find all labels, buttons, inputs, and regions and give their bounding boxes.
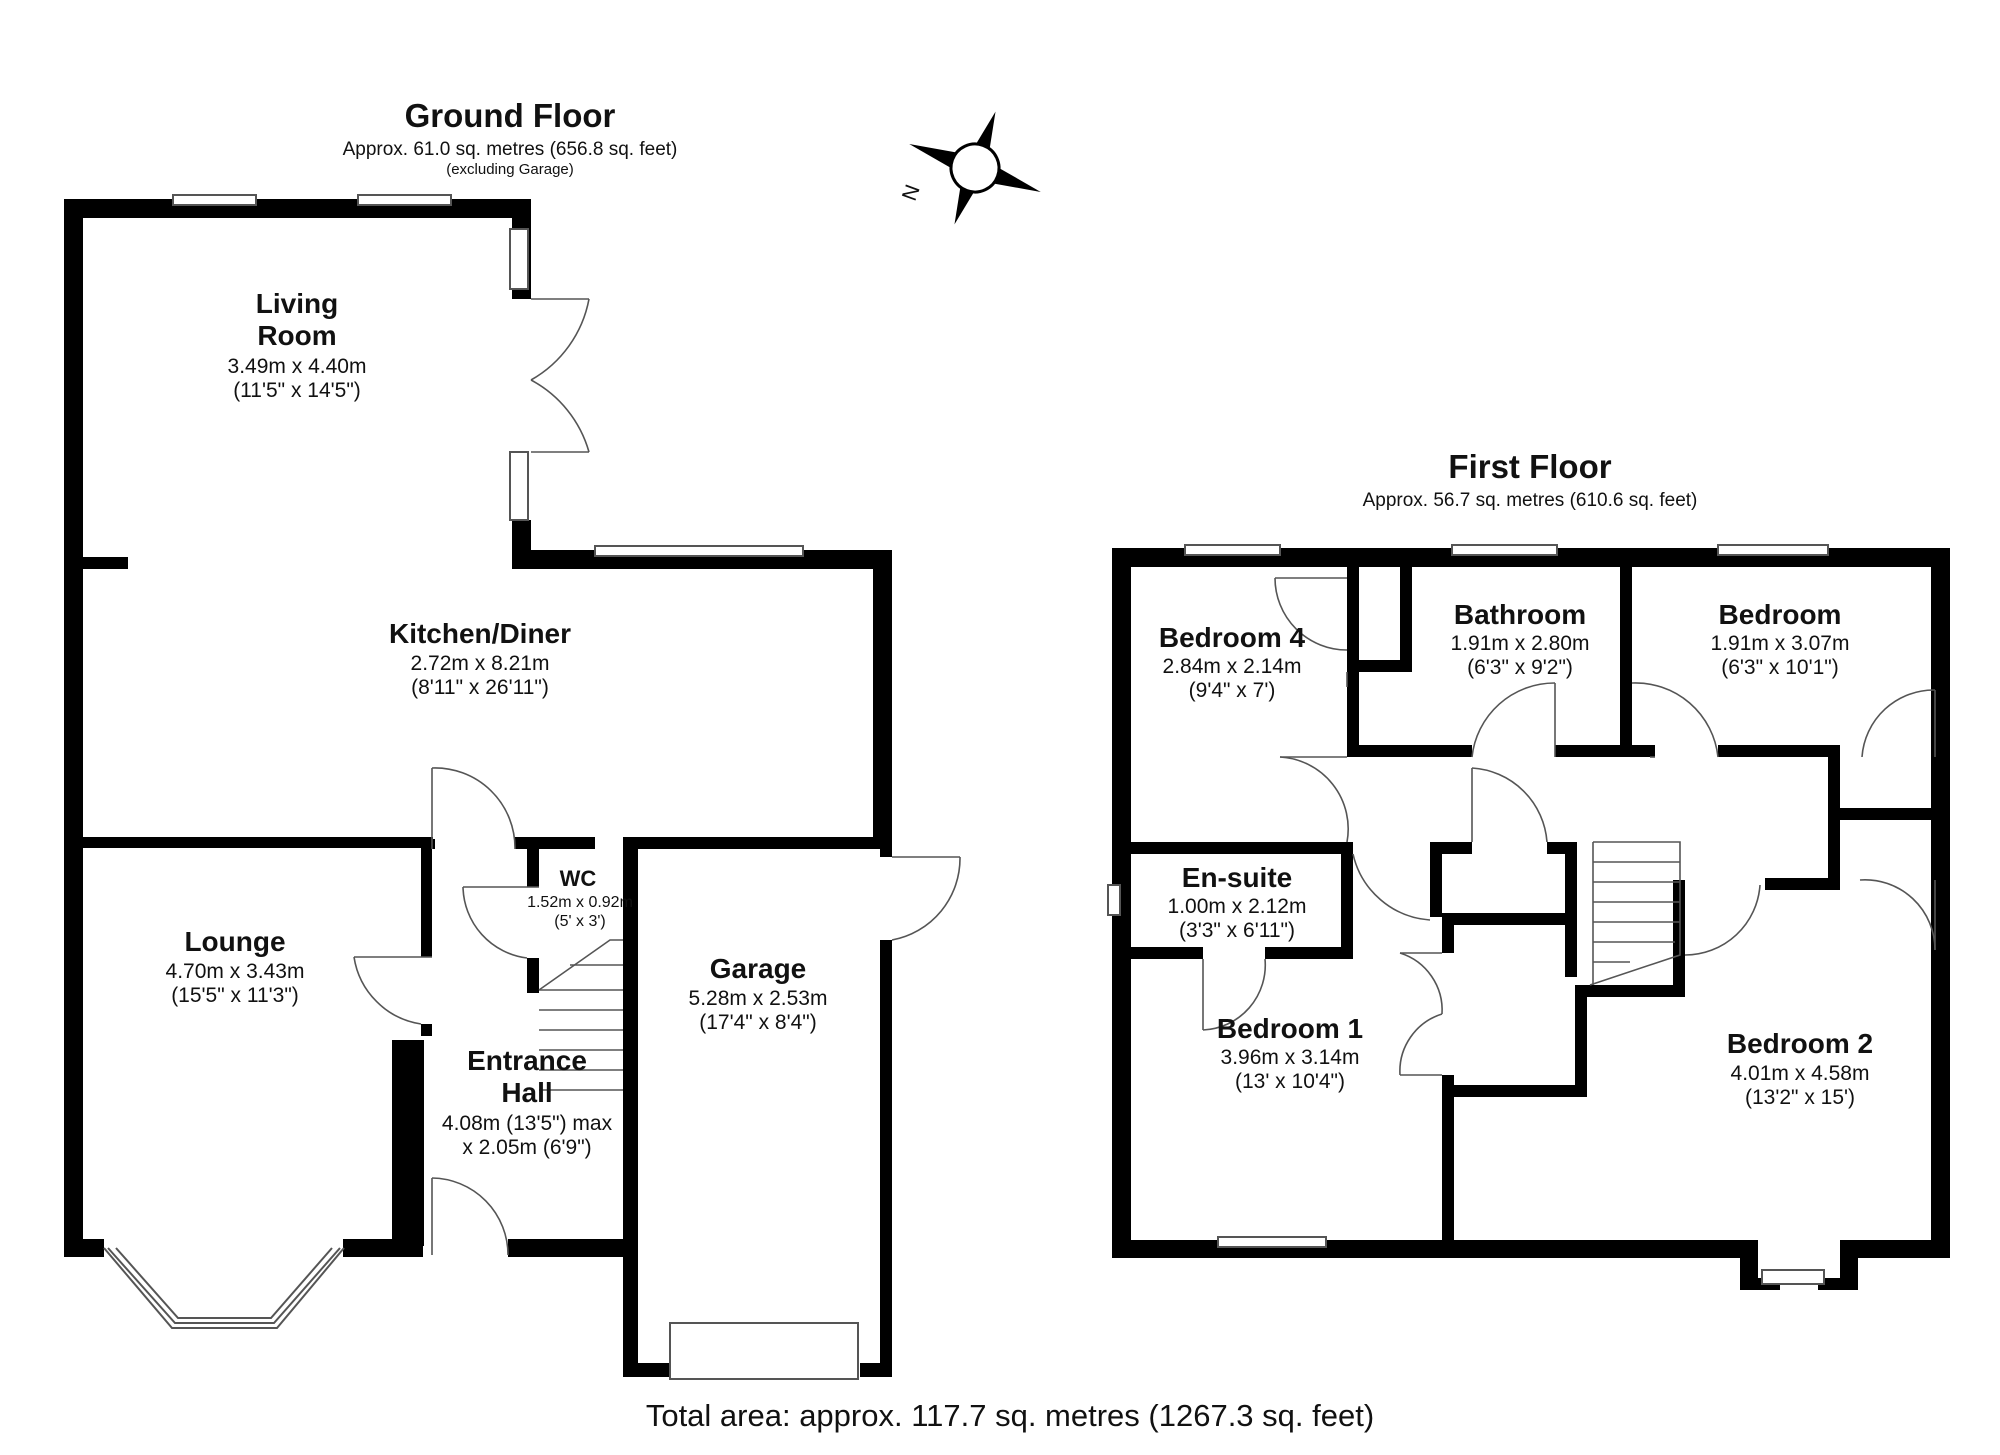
room-name: Entrance [467, 1045, 587, 1076]
room-living-room: Living Room 3.49m x 4.40m (11'5" x 14'5"… [228, 288, 367, 402]
ground-floor-area: Approx. 61.0 sq. metres (656.8 sq. feet) [343, 139, 678, 160]
room-bathroom: Bathroom 1.91m x 2.80m (6'3" x 9'2") [1451, 599, 1590, 679]
room-dim-metric: 1.52m x 0.92m [527, 894, 633, 911]
room-dim-imperial: (5' x 3') [554, 913, 605, 930]
room-dim-metric: 1.91m x 3.07m [1711, 632, 1850, 655]
room-name: Garage [710, 953, 807, 984]
room-entrance-hall: Entrance Hall 4.08m (13'5") max x 2.05m … [442, 1045, 613, 1159]
room-bedroom: Bedroom 1.91m x 3.07m (6'3" x 10'1") [1711, 599, 1850, 679]
room-dim-imperial: (8'11" x 26'11") [411, 676, 549, 699]
room-en-suite: En-suite 1.00m x 2.12m (3'3" x 6'11") [1168, 862, 1307, 942]
room-dim-imperial: (3'3" x 6'11") [1179, 919, 1295, 942]
stairs [538, 841, 1681, 1091]
room-dim-imperial: (15'5" x 11'3") [171, 984, 299, 1007]
room-name-line2: Hall [501, 1077, 552, 1108]
room-name: WC [560, 866, 597, 891]
room-lounge: Lounge 4.70m x 3.43m (15'5" x 11'3") [166, 926, 305, 1007]
room-kitchen-diner: Kitchen/Diner 2.72m x 8.21m (8'11" x 26'… [389, 618, 571, 699]
room-dim-imperial: (9'4" x 7') [1189, 679, 1276, 702]
room-name-line2: Room [257, 320, 336, 351]
room-bedroom-1: Bedroom 1 3.96m x 3.14m (13' x 10'4") [1217, 1013, 1363, 1093]
room-name: Bedroom [1719, 599, 1842, 630]
bay-window [103, 1247, 345, 1329]
room-dim-imperial: (17'4" x 8'4") [699, 1011, 816, 1034]
compass-rose-icon [909, 111, 1041, 225]
room-name: Kitchen/Diner [389, 618, 571, 649]
room-bedroom-2: Bedroom 2 4.01m x 4.58m (13'2" x 15') [1727, 1028, 1873, 1109]
first-floor-title: First Floor [1448, 448, 1611, 485]
door-swings [353, 298, 1936, 1256]
room-name: Bathroom [1454, 599, 1586, 630]
room-dim-metric: 1.91m x 2.80m [1451, 632, 1590, 655]
room-dim-metric: 2.72m x 8.21m [411, 652, 550, 675]
room-dim-metric: 2.84m x 2.14m [1163, 655, 1302, 678]
total-area: Total area: approx. 117.7 sq. metres (12… [646, 1398, 1374, 1433]
room-name: Bedroom 1 [1217, 1013, 1363, 1044]
room-dim-metric: 3.49m x 4.40m [228, 355, 367, 378]
room-dim-imperial: (11'5" x 14'5") [233, 379, 361, 402]
room-wc: WC 1.52m x 0.92m (5' x 3') [527, 866, 633, 930]
walls [64, 199, 1950, 1377]
room-name: Bedroom 4 [1159, 622, 1306, 653]
room-name: En-suite [1182, 862, 1292, 893]
first-floor-area: Approx. 56.7 sq. metres (610.6 sq. feet) [1363, 490, 1698, 511]
room-dim-metric: 4.01m x 4.58m [1731, 1062, 1870, 1085]
room-name: Bedroom 2 [1727, 1028, 1873, 1059]
ground-floor-title: Ground Floor [405, 97, 616, 134]
room-dim-metric: 5.28m x 2.53m [689, 987, 828, 1010]
windows [172, 194, 1829, 1380]
room-dim-metric: 4.70m x 3.43m [166, 960, 305, 983]
room-dim-imperial: (6'3" x 10'1") [1721, 656, 1838, 679]
ground-floor-note: (excluding Garage) [446, 161, 574, 178]
room-dim-metric: 1.00m x 2.12m [1168, 895, 1307, 918]
room-dim-imperial: (6'3" x 9'2") [1467, 656, 1573, 679]
room-name: Living [256, 288, 338, 319]
room-dim-metric: 3.96m x 3.14m [1221, 1046, 1360, 1069]
room-dim-metric: 4.08m (13'5") max [442, 1112, 613, 1135]
room-bedroom-4: Bedroom 4 2.84m x 2.14m (9'4" x 7') [1159, 622, 1306, 702]
room-dim-imperial: (13' x 10'4") [1235, 1070, 1345, 1093]
room-dim-imperial: x 2.05m (6'9") [462, 1136, 591, 1159]
compass-north-label: N [898, 182, 925, 204]
room-name: Lounge [184, 926, 285, 957]
room-dim-imperial: (13'2" x 15') [1745, 1086, 1855, 1109]
room-garage: Garage 5.28m x 2.53m (17'4" x 8'4") [689, 953, 828, 1034]
